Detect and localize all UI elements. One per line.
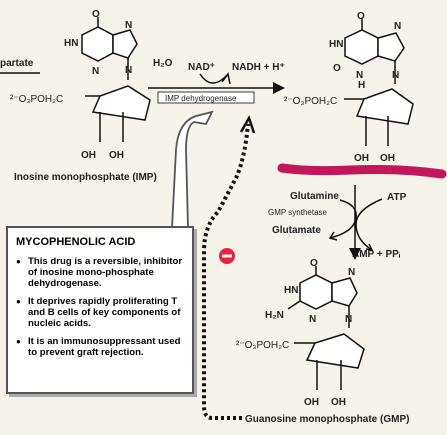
xmp-h: H — [358, 80, 365, 91]
gmp-hn: HN — [284, 285, 298, 296]
atp-curve — [355, 198, 383, 251]
highlight-stroke — [277, 163, 447, 179]
gmp-amino: H₂N — [265, 310, 284, 321]
gmp-structure — [287, 266, 365, 390]
xmp-structure — [344, 19, 414, 146]
callout-pointer — [171, 110, 214, 229]
callout-item: It is an immunosuppressant used to preve… — [16, 336, 184, 358]
feedback-dotted-line — [202, 123, 250, 420]
glutamine-curve — [329, 199, 357, 239]
gmp-n3: N — [309, 314, 316, 325]
atp-label: ATP — [387, 192, 407, 203]
gmp-synthetase-label: GMP synthetase — [268, 208, 328, 217]
xmp-n7: N — [394, 21, 401, 32]
imp-n3: N — [92, 66, 99, 77]
gmp-name: Guanosine monophosphate (GMP) — [245, 414, 409, 425]
imp-phosphate: ²⁻O₃POH₂C — [10, 94, 63, 105]
xmp-oh-right: OH — [380, 153, 395, 164]
xmp-oxygen-2: O — [333, 63, 341, 74]
imp-structure — [81, 17, 151, 142]
imp-n7: N — [125, 20, 132, 31]
callout-title: MYCOPHENOLIC ACID — [16, 236, 136, 248]
xmp-hn: HN — [329, 39, 343, 50]
minus-glyph — [222, 254, 232, 258]
mycophenolic-acid-callout: MYCOPHENOLIC ACID This drug is a reversi… — [6, 226, 194, 394]
water-label: H₂O — [153, 58, 173, 69]
callout-list: This drug is a reversible, inhibitor of … — [16, 256, 184, 358]
xmp-phosphate: ²⁻O₃POH₂C — [284, 96, 337, 107]
imp-name: Inosine monophosphate (IMP) — [14, 172, 157, 183]
enzyme1-box — [157, 91, 255, 104]
xmp-n3: N — [356, 70, 363, 81]
imp-hn: HN — [64, 38, 78, 49]
imp-n9: N — [125, 65, 132, 76]
nad-label: NAD⁺ — [188, 62, 215, 73]
gmp-n9: N — [345, 314, 352, 325]
xmp-oh-left: OH — [354, 153, 369, 164]
imp-dehydrogenase-label: IMP dehydrogenase — [165, 94, 237, 103]
feedback-arrowhead — [239, 114, 256, 134]
amp-label: AMP + PPᵢ — [352, 249, 401, 260]
gmp-oh-right: OH — [331, 397, 346, 408]
xmp-n9: N — [392, 70, 399, 81]
gmp-oh-left: OH — [304, 397, 319, 408]
nadh-label: NADH + H⁺ — [232, 62, 285, 73]
gmp-n7: N — [348, 267, 355, 278]
callout-item: This drug is a reversible, inhibitor of … — [16, 256, 184, 289]
imp-oh-left: OH — [81, 150, 96, 161]
aspartate-label-fragment: partate — [0, 58, 34, 69]
glutamate-label: Glutamate — [272, 225, 321, 236]
imp-oxygen: O — [92, 9, 100, 20]
gmp-phosphate: ²⁻O₃POH₂C — [236, 340, 289, 351]
glutamine-label: Glutamine — [290, 191, 339, 202]
callout-item: It deprives rapidly proliferating T and … — [16, 296, 184, 329]
xmp-oxygen: O — [357, 11, 365, 22]
imp-oh-right: OH — [109, 150, 124, 161]
gmp-oxygen: O — [310, 258, 318, 269]
